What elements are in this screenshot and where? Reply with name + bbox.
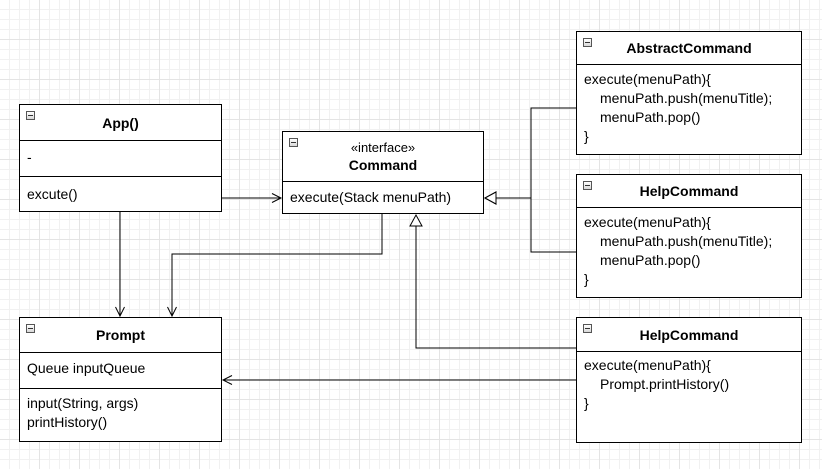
code-line: menuPath.pop() xyxy=(600,252,701,268)
app-attributes: - xyxy=(20,141,221,177)
app-class-header: App() xyxy=(20,105,221,141)
prompt-method: input(String, args) xyxy=(27,395,139,411)
app-class-title: App() xyxy=(102,114,139,131)
code-line: execute(menuPath){ xyxy=(584,71,711,87)
app-class[interactable]: App() - excute() xyxy=(19,104,222,212)
code-line: menuPath.push(menuTitle); xyxy=(600,233,773,249)
code-line: menuPath.pop() xyxy=(600,109,701,125)
collapse-icon[interactable] xyxy=(583,181,592,190)
command-to-prompt-arrow xyxy=(167,214,383,318)
app-methods: excute() xyxy=(20,177,221,208)
abstractcommand-class[interactable]: AbstractCommand execute(menuPath){ menuP… xyxy=(576,31,802,155)
app-method: excute() xyxy=(27,186,78,202)
helpcommand-class[interactable]: HelpCommand execute(menuPath){ menuPath.… xyxy=(576,174,802,298)
helpcommand-2-class[interactable]: HelpCommand execute(menuPath){ Prompt.pr… xyxy=(576,317,802,443)
abstractcommand-class-title: AbstractCommand xyxy=(626,40,752,56)
prompt-class-title: Prompt xyxy=(96,327,145,343)
command-method: execute(Stack menuPath) xyxy=(290,189,452,205)
prompt-class[interactable]: Prompt Queue inputQueue input(String, ar… xyxy=(19,317,222,442)
helpcommand-class-title: HelpCommand xyxy=(639,183,739,199)
command-title-group: «interface» Command xyxy=(283,132,483,181)
collapse-icon[interactable] xyxy=(289,138,298,147)
collapse-icon[interactable] xyxy=(583,38,592,47)
code-line: execute(menuPath){ xyxy=(584,214,711,230)
prompt-methods: input(String, args) printHistory() xyxy=(20,389,221,436)
code-line: } xyxy=(584,395,589,411)
prompt-attribute: Queue inputQueue xyxy=(27,360,146,376)
helpcommand-implements-command xyxy=(483,191,576,253)
command-methods: execute(Stack menuPath) xyxy=(283,182,483,211)
code-line: } xyxy=(584,128,589,144)
app-attribute: - xyxy=(27,149,32,165)
helpcommand-class-header: HelpCommand xyxy=(577,175,801,208)
abstractcommand-class-header: AbstractCommand xyxy=(577,32,801,65)
collapse-icon[interactable] xyxy=(583,324,592,333)
command-interface-header: «interface» Command xyxy=(283,132,483,182)
helpcommand2-implements-command xyxy=(409,213,576,349)
collapse-icon[interactable] xyxy=(26,324,35,333)
collapse-icon[interactable] xyxy=(26,111,35,120)
abstractcommand-implements-command xyxy=(483,107,576,205)
interface-stereotype: «interface» xyxy=(350,140,416,155)
code-line: Prompt.printHistory() xyxy=(600,376,730,392)
abstractcommand-methods: execute(menuPath){ menuPath.push(menuTit… xyxy=(577,65,801,150)
prompt-attributes: Queue inputQueue xyxy=(20,353,221,389)
command-interface-title: Command xyxy=(348,157,418,173)
helpcommand-2-class-title: HelpCommand xyxy=(639,326,739,343)
helpcommand-2-methods: execute(menuPath){ Prompt.printHistory()… xyxy=(577,352,801,417)
command-interface[interactable]: «interface» Command execute(Stack menuPa… xyxy=(282,131,484,214)
helpcommand-2-class-header: HelpCommand xyxy=(577,318,801,352)
code-line: } xyxy=(584,271,589,287)
code-line: menuPath.push(menuTitle); xyxy=(600,90,773,106)
helpcommand-methods: execute(menuPath){ menuPath.push(menuTit… xyxy=(577,208,801,293)
prompt-class-header: Prompt xyxy=(20,318,221,353)
prompt-method: printHistory() xyxy=(27,414,108,430)
code-line: execute(menuPath){ xyxy=(584,357,711,373)
